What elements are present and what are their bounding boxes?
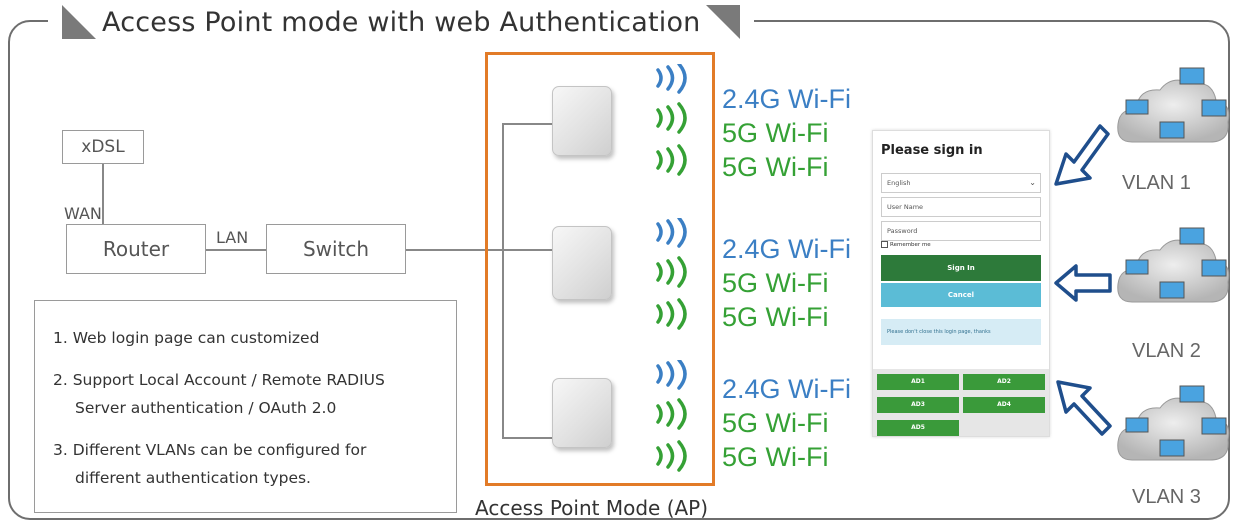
login-title: Please sign in — [881, 143, 983, 158]
switch-ap-link — [406, 249, 502, 251]
note-line: 3. Different VLANs can be configured for — [53, 441, 367, 459]
ad-button[interactable]: AD3 — [877, 397, 959, 413]
ap-mode-caption: Access Point Mode (AP) — [475, 496, 709, 520]
ap2-link — [502, 249, 554, 251]
band-5g-label: 5G Wi-Fi — [722, 442, 829, 472]
band-5g-label: 5G Wi-Fi — [722, 268, 829, 298]
ad-button[interactable]: AD1 — [877, 374, 959, 390]
ap-1-signal-icons — [656, 64, 687, 176]
note-line: 2. Support Local Account / Remote RADIUS — [53, 371, 385, 389]
access-point-2-icon — [552, 226, 612, 300]
username-placeholder: User Name — [887, 203, 924, 211]
ad-area: AD1 AD2 AD3 AD4 AD5 — [873, 369, 1049, 436]
router-label: Router — [102, 237, 170, 261]
diagram-title: Access Point mode with web Authenticatio… — [102, 6, 701, 38]
ap-2-bands: 2.4G Wi-Fi 5G Wi-Fi 5G Wi-Fi — [722, 232, 851, 334]
band-5g-label: 5G Wi-Fi — [722, 118, 829, 148]
ap3-link — [502, 437, 554, 439]
band-5g-label: 5G Wi-Fi — [722, 302, 829, 332]
ap-bus-line — [502, 123, 504, 437]
switch-box: Switch — [266, 224, 406, 274]
ap-3-bands: 2.4G Wi-Fi 5G Wi-Fi 5G Wi-Fi — [722, 372, 851, 474]
band-24g-label: 2.4G Wi-Fi — [722, 234, 852, 264]
note-line: 1. Web login page can customized — [53, 329, 320, 347]
title-right-triangle-icon — [706, 5, 741, 39]
access-point-1-icon — [552, 86, 612, 156]
note-line: Server authentication / OAuth 2.0 — [75, 399, 337, 417]
username-field[interactable]: User Name — [881, 197, 1041, 217]
vlan-label: VLAN 1 — [1122, 172, 1191, 194]
ap1-link — [502, 123, 554, 125]
ap-2-signal-icons — [656, 218, 687, 330]
remember-checkbox[interactable] — [881, 241, 888, 248]
switch-label: Switch — [302, 237, 370, 261]
chevron-down-icon: ⌄ — [1029, 178, 1036, 187]
band-24g-label: 2.4G Wi-Fi — [722, 84, 852, 114]
login-page-mockup: Please sign in English ⌄ User Name Passw… — [872, 130, 1050, 437]
ad-button[interactable]: AD2 — [963, 374, 1045, 390]
feature-notes-box: 1. Web login page can customized 2. Supp… — [34, 300, 457, 513]
vlan-label: VLAN 3 — [1132, 486, 1201, 508]
password-placeholder: Password — [887, 227, 918, 235]
router-switch-link — [206, 249, 266, 251]
ap-1-bands: 2.4G Wi-Fi 5G Wi-Fi 5G Wi-Fi — [722, 82, 851, 184]
note-line: different authentication types. — [75, 469, 311, 487]
remember-label: Remember me — [890, 241, 931, 248]
password-field[interactable]: Password — [881, 221, 1041, 241]
band-5g-label: 5G Wi-Fi — [722, 408, 829, 438]
sign-in-button[interactable]: Sign In — [881, 255, 1041, 281]
vlan3-arrow-icon — [1056, 380, 1112, 436]
xdsl-router-link — [102, 164, 104, 224]
vlan-label: VLAN 2 — [1132, 340, 1201, 362]
cancel-button[interactable]: Cancel — [881, 283, 1041, 307]
wan-label: WAN — [64, 204, 102, 223]
band-24g-label: 2.4G Wi-Fi — [722, 374, 852, 404]
band-5g-label: 5G Wi-Fi — [722, 152, 829, 182]
ad-button[interactable]: AD5 — [877, 420, 959, 436]
vlan3-cloud-icon — [1117, 385, 1230, 461]
ad-button[interactable]: AD4 — [963, 397, 1045, 413]
vlan1-cloud-icon — [1117, 67, 1230, 143]
xdsl-box: xDSL — [62, 130, 144, 164]
vlan2-arrow-icon — [1054, 264, 1112, 302]
vlan1-arrow-icon — [1054, 124, 1110, 186]
access-point-3-icon — [552, 378, 612, 448]
title-bar: Access Point mode with web Authenticatio… — [48, 0, 755, 44]
xdsl-label: xDSL — [81, 137, 125, 157]
title-left-triangle-icon — [62, 5, 96, 39]
access-point-group-frame — [485, 52, 715, 486]
remember-me[interactable]: Remember me — [881, 241, 931, 248]
vlan2-cloud-icon — [1117, 227, 1230, 303]
login-notice: Please don't close this login page, than… — [881, 319, 1041, 345]
lan-label: LAN — [216, 228, 249, 247]
language-select[interactable]: English ⌄ — [881, 173, 1041, 193]
language-value: English — [887, 179, 911, 187]
router-box: Router — [66, 224, 206, 274]
ap-3-signal-icons — [656, 360, 687, 472]
